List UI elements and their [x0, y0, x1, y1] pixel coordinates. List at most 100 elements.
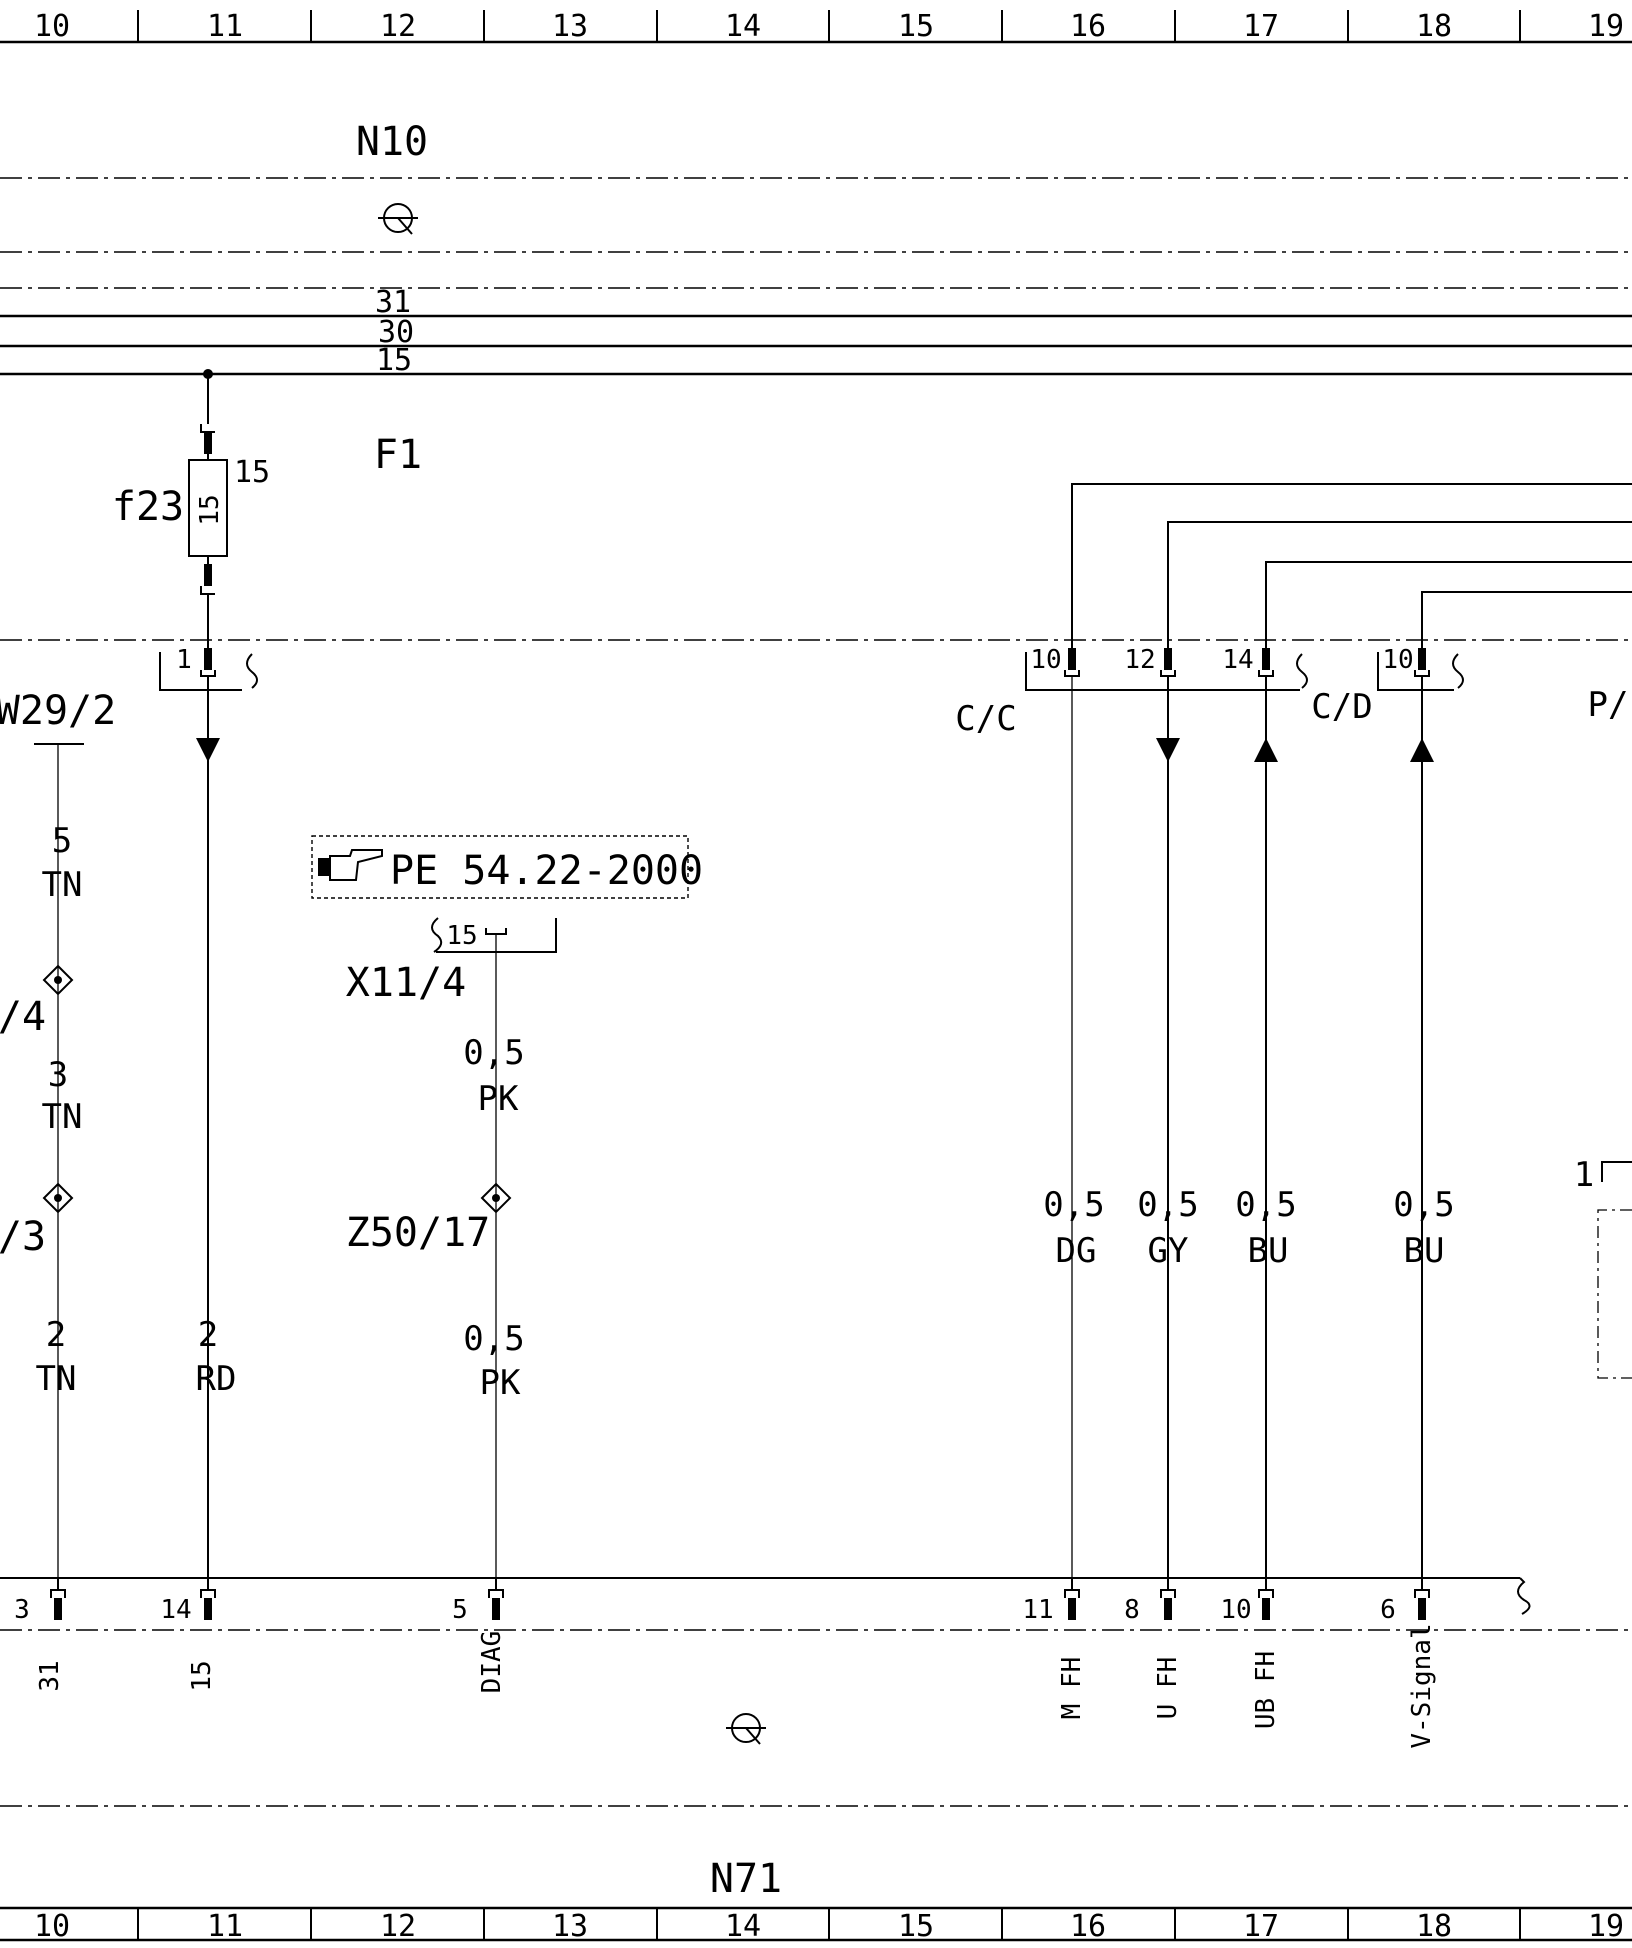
fuse-pin: 15 [234, 455, 270, 490]
z50-17-label: Z50/17 [346, 1210, 491, 1256]
reference-box [311, 835, 689, 899]
partial-component: 1 [1574, 1155, 1632, 1379]
grid-label-bottom: 19 [1588, 1909, 1624, 1944]
wire-color: TN [42, 1097, 83, 1137]
wire-route [1421, 591, 1632, 648]
pin-number: 3 [14, 1595, 30, 1625]
f1-label: F1 [374, 432, 422, 478]
p-connector: 10 [1377, 645, 1464, 691]
cd-pin-number: 14 [1222, 645, 1253, 675]
wire-color: PK [478, 1079, 519, 1119]
wire-gauge: 5 [52, 821, 72, 861]
n71-pin: 14 15 [160, 1578, 217, 1692]
n71-pin: 3 31 [14, 1578, 66, 1692]
hand-pointer-icon [318, 849, 383, 881]
wire-color: TN [36, 1359, 77, 1399]
grid-label-top: 13 [552, 9, 588, 44]
bus-label-31: 31 [375, 285, 411, 320]
wire-gauge: 0,5 [463, 1033, 524, 1073]
bottom-grid-ruler: 10 11 12 13 14 15 16 17 18 19 [0, 1906, 1632, 1944]
pin-number: 5 [452, 1595, 468, 1625]
x11-4-label: X11/4 [346, 960, 466, 1006]
n71-label: N71 [710, 1856, 782, 1902]
partial-pin-number: 1 [1574, 1155, 1594, 1195]
cc-label: C/C [955, 699, 1016, 739]
grid-label-top: 19 [1588, 9, 1624, 44]
pin-number: 6 [1380, 1595, 1396, 1625]
n71-pin: 8 U FH [1124, 1578, 1183, 1719]
grid-label-bottom: 16 [1070, 1909, 1106, 1944]
pin-signal: 31 [35, 1660, 65, 1691]
grid-label-top: 15 [898, 9, 934, 44]
pin-number: 14 [160, 1595, 191, 1625]
p-pin-number: 10 [1382, 645, 1413, 675]
wire-color: BU [1248, 1231, 1289, 1271]
splice-icon [42, 964, 74, 996]
wire-gauge: 0,5 [1393, 1185, 1454, 1225]
p-label: P/ [1588, 685, 1629, 725]
grid-label-top: 11 [207, 9, 243, 44]
pin-signal: 15 [187, 1660, 217, 1691]
pin-number: 11 [1022, 1595, 1053, 1625]
grid-label-top: 14 [725, 9, 761, 44]
bus-label-15: 15 [376, 343, 412, 378]
wire-color: DG [1056, 1231, 1097, 1271]
grid-label-bottom: 15 [898, 1909, 934, 1944]
grid-label-bottom: 11 [207, 1909, 243, 1944]
arrow-down-icon [1156, 738, 1180, 762]
splice-icon [42, 1182, 74, 1214]
n71-pin: 6 V-Signal [1380, 1578, 1437, 1749]
cc-pin-number: 10 [1030, 645, 1061, 675]
cd-pin-number: 12 [1124, 645, 1155, 675]
grid-label-top: 17 [1243, 9, 1279, 44]
ground-symbol-icon [378, 203, 418, 235]
wire-color: TN [42, 865, 83, 905]
grid-label-bottom: 18 [1416, 1909, 1452, 1944]
grid-label-top: 12 [380, 9, 416, 44]
wire-gauge: 0,5 [1235, 1185, 1296, 1225]
reference-text: PE 54.22-2000 [390, 848, 703, 894]
arrow-down-icon [196, 738, 220, 762]
wire-route [1071, 483, 1632, 648]
grid-label-top: 10 [34, 9, 70, 44]
pin-number: 10 [1220, 1595, 1251, 1625]
x11-pin-number: 15 [446, 921, 477, 951]
wire-color: RD [196, 1359, 237, 1399]
wire-gauge: 0,5 [1137, 1185, 1198, 1225]
grid-label-bottom: 14 [725, 1909, 761, 1944]
splice-icon [480, 1182, 512, 1214]
x11-4-connector: 15 [431, 917, 557, 953]
splice-label: /3 [0, 1214, 46, 1260]
ground-symbol-icon [726, 1713, 766, 1745]
pin-signal: DIAG [477, 1631, 507, 1694]
cc-cd-connector: 10 12 14 [1025, 645, 1308, 691]
grid-label-bottom: 12 [380, 1909, 416, 1944]
grid-label-top: 18 [1416, 9, 1452, 44]
bus-label-30: 30 [378, 315, 414, 350]
wire-route [1167, 521, 1632, 648]
pin-number: 8 [1124, 1595, 1140, 1625]
grid-label-bottom: 17 [1243, 1909, 1279, 1944]
pin-signal: V-Signal [1407, 1623, 1437, 1748]
fuse-rating: 15 [195, 494, 225, 525]
wire-gauge: 0,5 [1043, 1185, 1104, 1225]
n71-pin: 11 M FH [1022, 1578, 1087, 1719]
wire-color: PK [480, 1363, 521, 1403]
wire-color: GY [1148, 1231, 1189, 1271]
arrow-up-icon [1254, 738, 1278, 762]
cd-label: C/D [1311, 687, 1372, 727]
n10-label: N10 [356, 119, 428, 165]
pin-signal: UB FH [1251, 1651, 1281, 1729]
pin-signal: M FH [1057, 1657, 1087, 1720]
f1-pin-number: 1 [176, 645, 192, 675]
wire-color: BU [1404, 1231, 1445, 1271]
grid-label-bottom: 13 [552, 1909, 588, 1944]
wire-gauge: 2 [46, 1315, 66, 1355]
grid-label-top: 16 [1070, 9, 1106, 44]
grid-label-bottom: 10 [34, 1909, 70, 1944]
arrow-up-icon [1410, 738, 1434, 762]
w29-2-label: W29/2 [0, 688, 116, 734]
wire-route [1265, 561, 1632, 648]
wire-gauge: 3 [48, 1055, 68, 1095]
